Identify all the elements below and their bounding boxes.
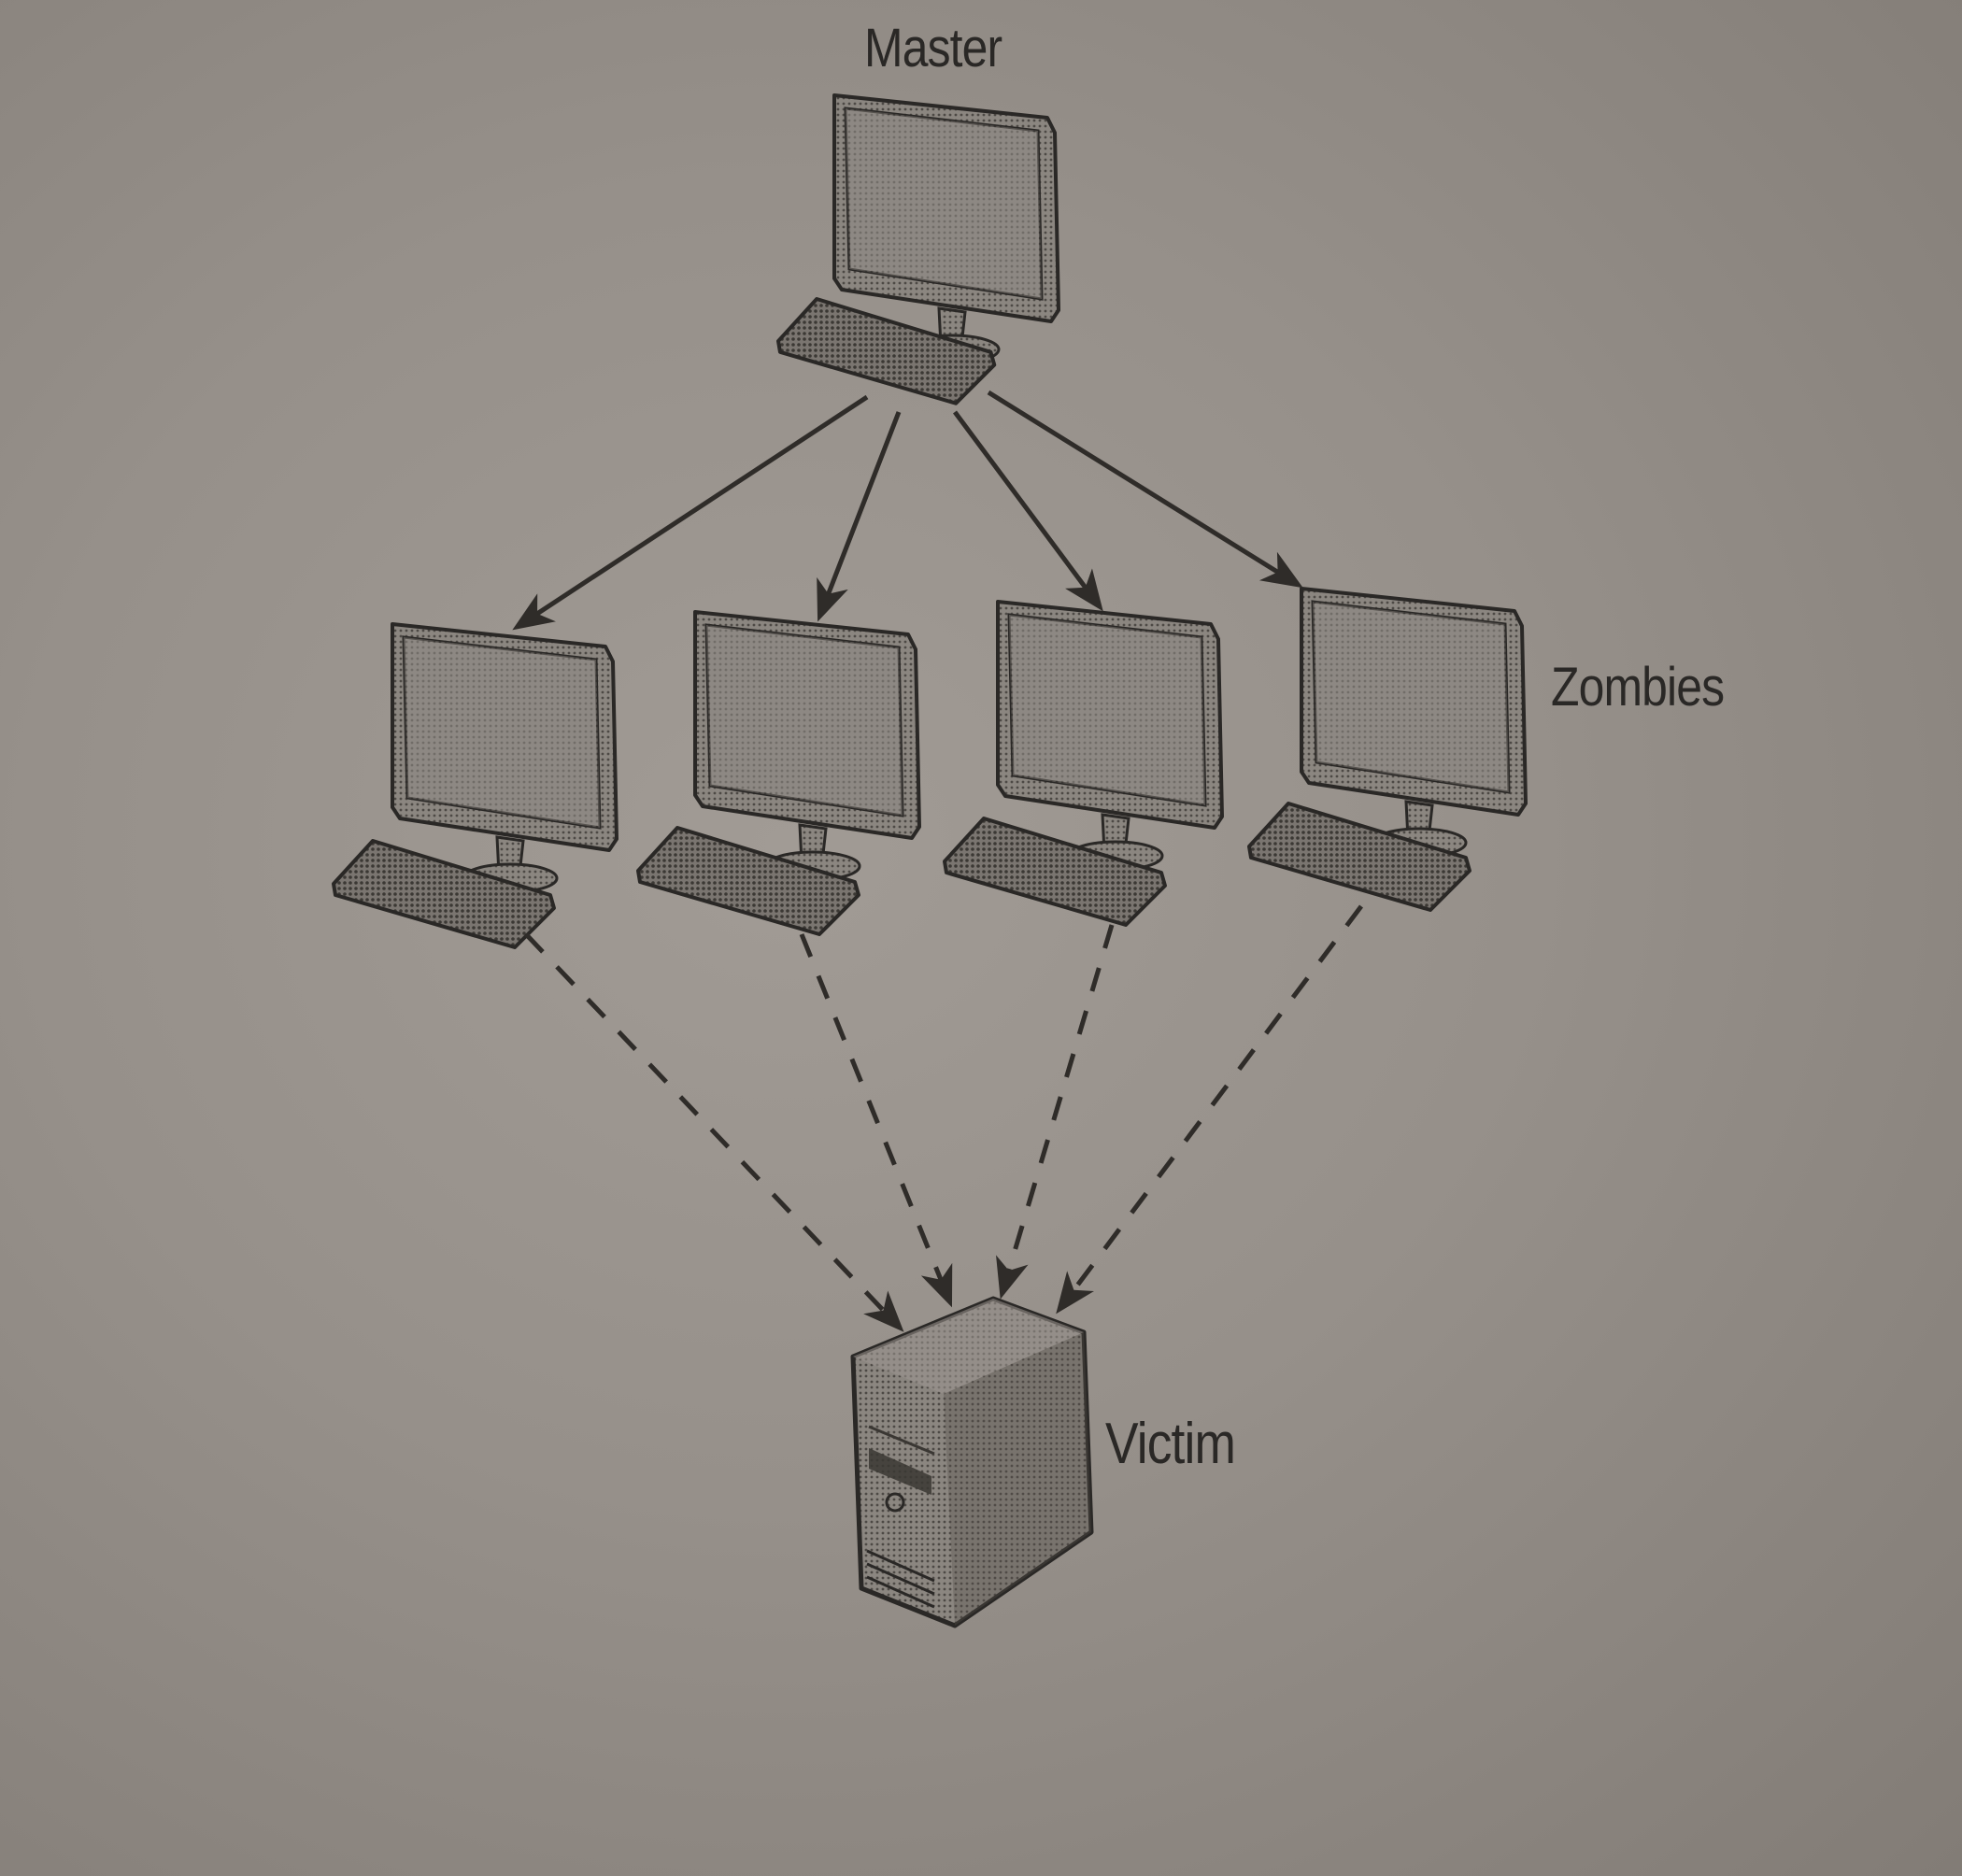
keyboard: [776, 297, 997, 405]
zombie-computer-icon: [1247, 587, 1528, 912]
attack-arrow: [996, 924, 1115, 1300]
keyboard: [1247, 802, 1472, 912]
zombie-computer-icon: [943, 600, 1224, 927]
command-arrow: [817, 411, 902, 622]
attack-arrows: [524, 904, 1364, 1332]
master-computer-icon: [776, 93, 1060, 405]
keyboard: [636, 826, 860, 936]
victim-label: Victim: [1105, 1412, 1236, 1476]
attack-arrow: [799, 933, 953, 1308]
command-arrow: [952, 410, 1103, 612]
command-arrows: [512, 390, 1303, 631]
master-label: Master: [864, 18, 1002, 78]
command-arrow: [987, 390, 1303, 589]
zombies-label: Zombies: [1551, 657, 1725, 718]
keyboard: [332, 839, 556, 949]
attack-arrow: [524, 932, 904, 1332]
command-arrow: [512, 394, 869, 631]
victim-server-icon: [850, 1296, 1094, 1628]
attack-arrow: [1056, 904, 1364, 1315]
zombie-computer-icon: [332, 622, 618, 949]
zombie-computer-icon: [636, 610, 921, 936]
keyboard: [943, 817, 1167, 927]
